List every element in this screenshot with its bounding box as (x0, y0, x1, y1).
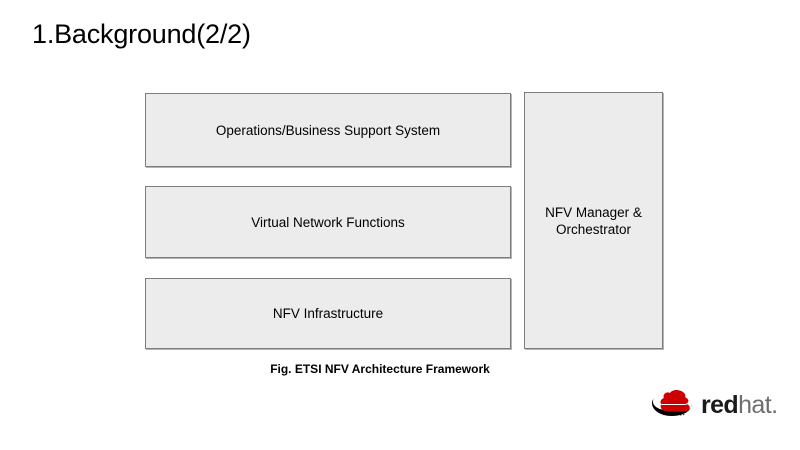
arch-box-oss-label: Operations/Business Support System (215, 122, 441, 138)
arch-box-vnf: Virtual Network Functions (145, 186, 511, 258)
arch-box-nfv-manager-orchestrator: NFV Manager & Orchestrator (524, 92, 663, 349)
arch-box-nfvi-label: NFV Infrastructure (272, 306, 384, 321)
redhat-shadowman-icon (652, 388, 696, 422)
page-title: 1.Background(2/2) (32, 19, 251, 49)
redhat-wordmark: redhat. (701, 390, 778, 419)
arch-box-nfvi: NFV Infrastructure (145, 278, 511, 349)
redhat-wordmark-red: red (701, 390, 739, 419)
arch-box-nfv-manager-orchestrator-label: NFV Manager & Orchestrator (545, 204, 642, 237)
arch-box-oss: Operations/Business Support System (145, 93, 511, 167)
redhat-logo: redhat. (652, 383, 788, 427)
redhat-wordmark-hat: hat. (738, 390, 778, 419)
arch-box-vnf-label: Virtual Network Functions (251, 214, 405, 230)
figure-caption: Fig. ETSI NFV Architecture Framework (270, 362, 490, 376)
